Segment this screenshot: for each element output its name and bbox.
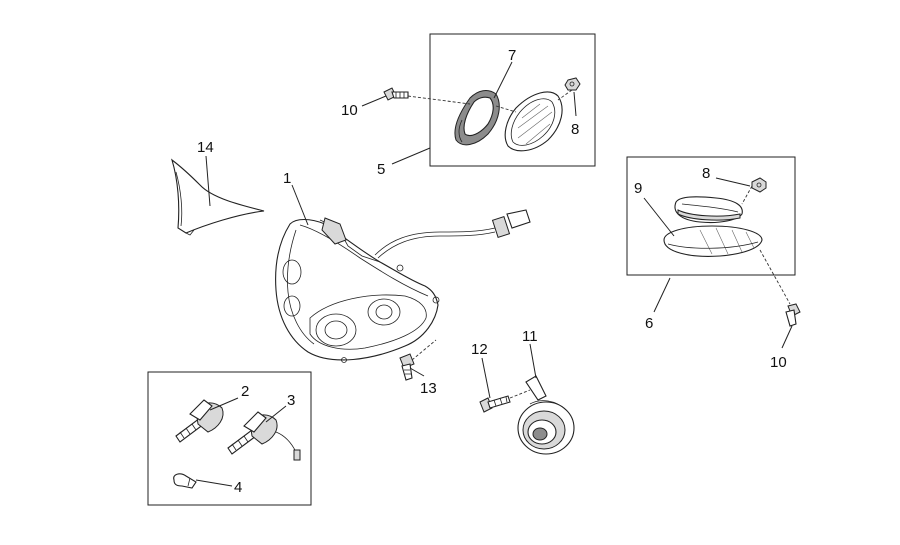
leader-12 bbox=[481, 357, 491, 399]
callout-1: 1 bbox=[283, 170, 291, 187]
headlight-screw-part bbox=[399, 353, 415, 381]
rear-indicator-reflector-part bbox=[674, 196, 743, 224]
rear-indicator-lens-part bbox=[663, 225, 763, 257]
leader-10a bbox=[361, 95, 387, 107]
callout-14: 14 bbox=[197, 139, 214, 156]
callout-5: 5 bbox=[377, 161, 385, 178]
callout-11: 11 bbox=[522, 328, 538, 345]
callout-9: 9 bbox=[634, 180, 642, 197]
callout-8a: 8 bbox=[571, 121, 579, 138]
leader-11 bbox=[529, 343, 537, 379]
leader-5 bbox=[391, 147, 431, 165]
leader-6 bbox=[653, 277, 671, 313]
leader-3 bbox=[265, 405, 287, 423]
leader-13 bbox=[409, 367, 425, 377]
callout-3: 3 bbox=[287, 392, 295, 409]
rear-indicator-nut-part bbox=[751, 177, 767, 193]
horn-part bbox=[517, 375, 575, 455]
front-screw-axis bbox=[407, 95, 517, 113]
front-indicator-screw-part bbox=[383, 87, 409, 101]
horn-screw-axis bbox=[509, 389, 531, 399]
leader-4 bbox=[195, 479, 233, 487]
front-indicator-nut-part bbox=[564, 77, 581, 91]
horn-screw-part bbox=[479, 395, 511, 413]
rear-indicator-kit-box bbox=[626, 156, 796, 276]
callout-10b: 10 bbox=[770, 354, 787, 371]
leader-7 bbox=[493, 61, 513, 99]
front-indicator-lens-part bbox=[504, 91, 563, 152]
rear-indicator-screw-part bbox=[785, 303, 801, 327]
front-indicator-kit-box bbox=[429, 33, 596, 167]
rear-screw-axis bbox=[759, 249, 791, 305]
leader-9 bbox=[643, 197, 675, 237]
leader-1 bbox=[291, 184, 309, 226]
callout-6: 6 bbox=[645, 315, 653, 332]
leader-2 bbox=[209, 397, 239, 411]
headlight-screw-axis bbox=[411, 339, 437, 361]
bulb-kit-box bbox=[147, 371, 312, 506]
leader-14 bbox=[205, 155, 211, 207]
parking-light-bulb-part bbox=[173, 473, 197, 489]
headlight-assembly-part bbox=[275, 209, 531, 363]
side-cover-part bbox=[170, 158, 265, 236]
leader-8a bbox=[573, 91, 577, 117]
callout-4: 4 bbox=[234, 479, 242, 496]
callout-10a: 10 bbox=[341, 102, 358, 119]
callout-12: 12 bbox=[471, 341, 488, 358]
callout-7: 7 bbox=[508, 47, 516, 64]
leader-10b bbox=[781, 325, 793, 349]
front-indicator-body-part bbox=[454, 90, 500, 146]
leader-8b bbox=[715, 177, 751, 187]
callout-13: 13 bbox=[420, 380, 437, 397]
callout-2: 2 bbox=[241, 383, 249, 400]
headlight-bulb-with-wire-part bbox=[227, 411, 301, 461]
headlight-bulb-part bbox=[175, 399, 224, 443]
rear-nut-axis bbox=[741, 185, 753, 205]
callout-8b: 8 bbox=[702, 165, 710, 182]
front-nut-axis bbox=[557, 89, 573, 101]
